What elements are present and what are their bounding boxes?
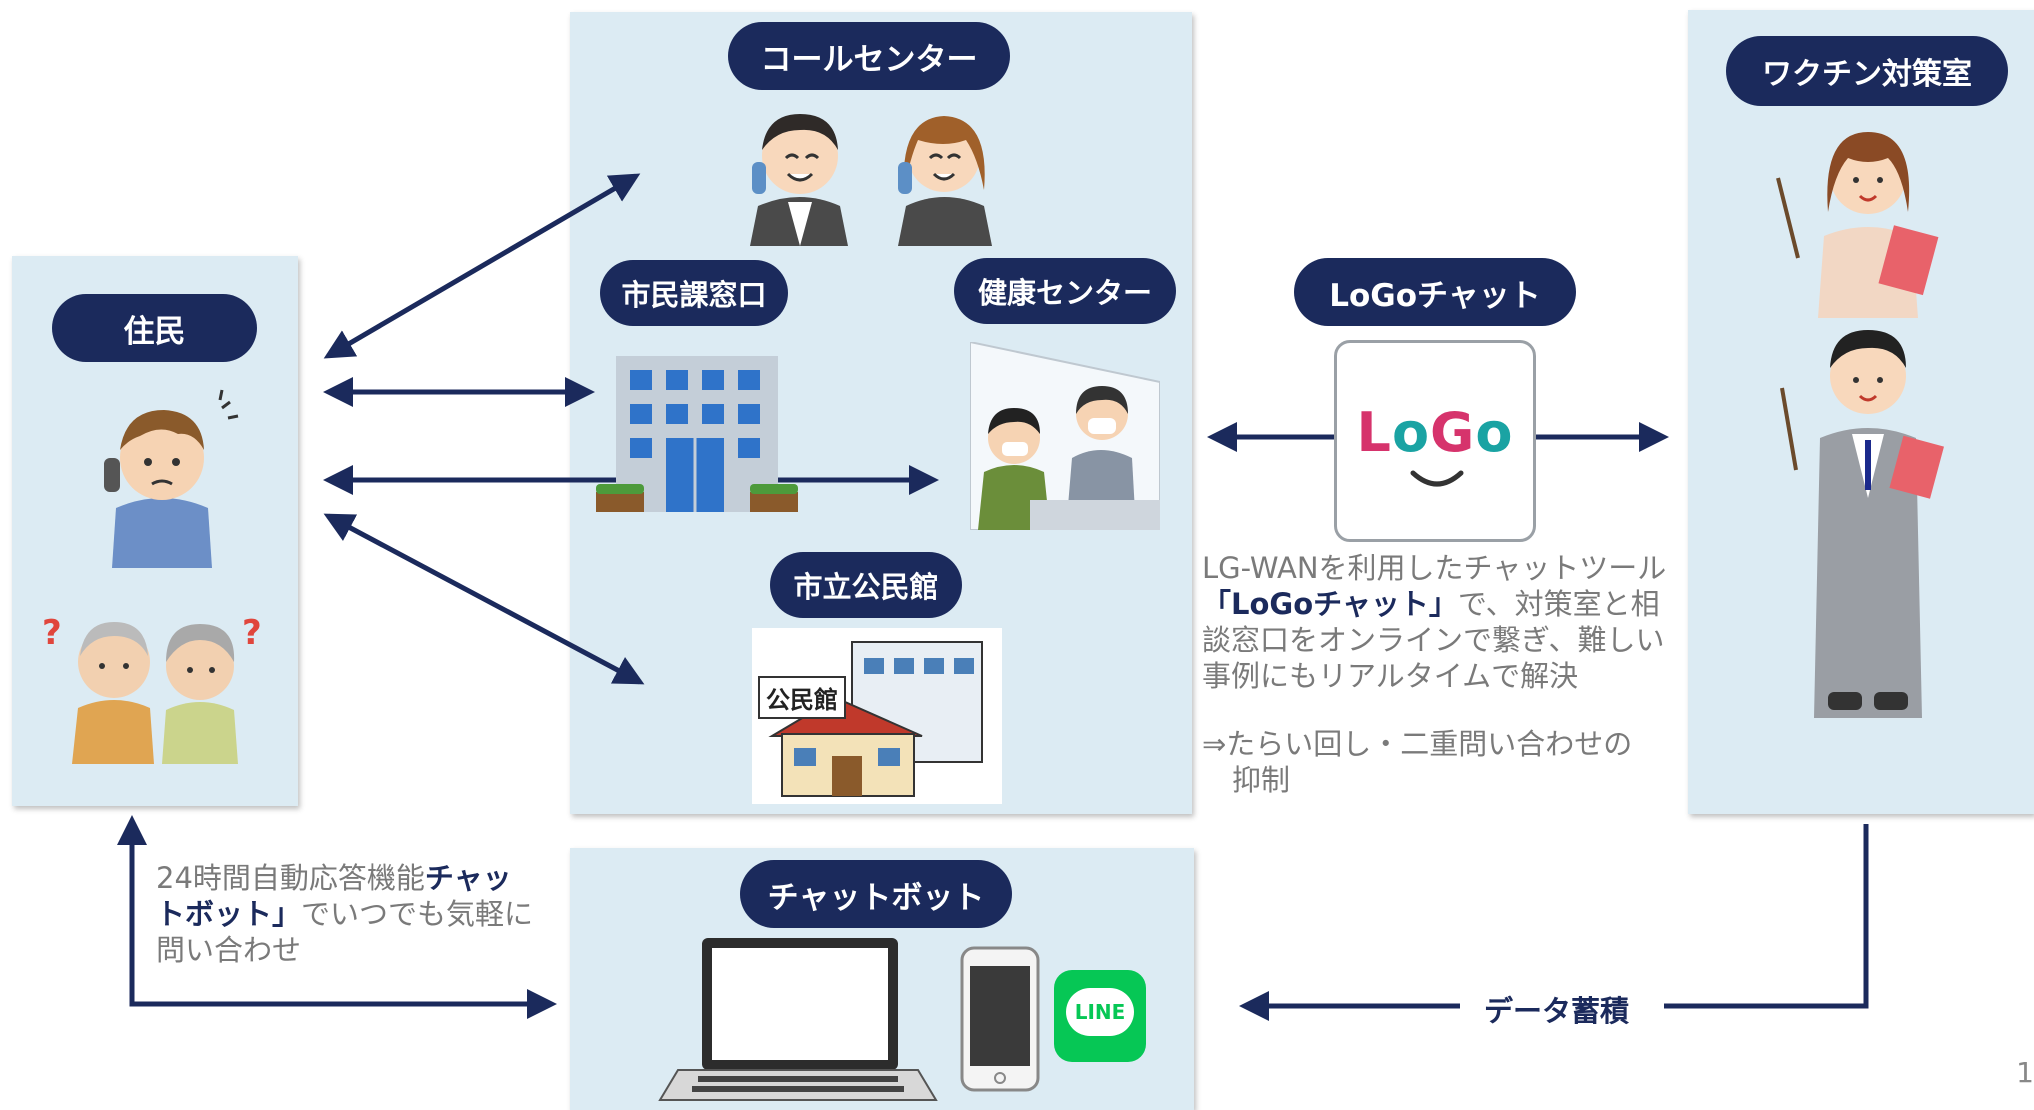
chatbot-desc-line2: トボット」でいつでも気軽に xyxy=(156,896,556,932)
svg-text:?: ? xyxy=(242,613,262,653)
page-number: 1 xyxy=(2016,1056,2034,1089)
logo-desc-bold: 「LoGoチャット」 xyxy=(1202,587,1458,621)
worried-man-illustration xyxy=(104,389,239,568)
community-hall-label: 市立公民館 xyxy=(770,552,962,618)
laptop-icon xyxy=(658,938,938,1101)
logo-letter-o1: o xyxy=(1391,401,1431,464)
logo-chat-description: LG-WANを利用したチャットツール 「LoGoチャット」で、対策室と相 談窓口… xyxy=(1202,550,1682,798)
chatbot-desc-rest: でいつでも気軽に xyxy=(301,897,534,931)
svg-text:?: ? xyxy=(42,613,62,653)
logo-effect-line1: ⇒たらい回し・二重問い合わせの xyxy=(1202,727,1633,761)
logo-desc-line2: 「LoGoチャット」で、対策室と相 xyxy=(1202,586,1682,622)
logo-desc-line4: 事例にもリアルタイムで解決 xyxy=(1202,659,1579,693)
logo-letter-l: L xyxy=(1356,401,1392,464)
city-office-building-illustration xyxy=(596,356,798,512)
community-hall-sign: 公民館 xyxy=(758,676,846,719)
chatbot-desc-bold2: トボット」 xyxy=(156,897,302,931)
health-center-reception-illustration xyxy=(970,342,1160,530)
call-center-label: コールセンター xyxy=(728,22,1010,90)
arrow-residents-communityhall xyxy=(323,513,645,685)
logo-letter-o2: o xyxy=(1475,401,1514,464)
logo-wordmark: LoGo xyxy=(1337,401,1533,464)
line-badge-text: LINE xyxy=(1074,1000,1126,1024)
call-center-operators-illustration xyxy=(750,114,992,246)
arrow-residents-callcenter xyxy=(323,173,641,359)
vaccine-office-staff-illustration xyxy=(1776,132,1944,718)
chatbot-desc-line1: 24時間自動応答機能チャッ xyxy=(156,860,556,896)
chatbot-desc-bold1: チャッ xyxy=(424,861,512,895)
line-bubble: LINE xyxy=(1066,988,1134,1036)
logo-letter-g: G xyxy=(1430,401,1476,464)
line-app-icon: LINE xyxy=(1054,970,1146,1062)
vaccine-office-label: ワクチン対策室 xyxy=(1726,36,2008,106)
residents-label: 住民 xyxy=(52,294,257,362)
chatbot-desc-prefix: 24時間自動応答機能 xyxy=(156,861,425,895)
health-center-label: 健康センター xyxy=(954,258,1176,324)
chatbot-desc-line3: 問い合わせ xyxy=(156,933,302,967)
logo-desc-line2-rest: で、対策室と相 xyxy=(1457,587,1660,621)
logo-desc-line1: LG-WANを利用したチャットツール xyxy=(1202,551,1667,585)
smartphone-icon xyxy=(960,946,1040,1092)
elderly-couple-illustration: ? ? xyxy=(42,613,262,764)
community-hall-illustration: 公民館 xyxy=(752,628,1002,804)
data-line-office xyxy=(1664,824,1869,1009)
logo-desc-line3: 談窓口をオンラインで繋ぎ、難しい xyxy=(1202,623,1665,657)
data-accumulation-label: データ蓄積 xyxy=(1484,994,1630,1028)
logo-chat-label: LoGoチャット xyxy=(1294,258,1576,326)
logo-effect-line2: 抑制 xyxy=(1232,763,1291,797)
logo-chat-app-icon: LoGo xyxy=(1334,340,1536,542)
logo-smile-icon xyxy=(1410,470,1464,487)
chatbot-description: 24時間自動応答機能チャッ トボット」でいつでも気軽に 問い合わせ xyxy=(156,860,556,968)
chatbot-label: チャットボット xyxy=(740,860,1012,928)
